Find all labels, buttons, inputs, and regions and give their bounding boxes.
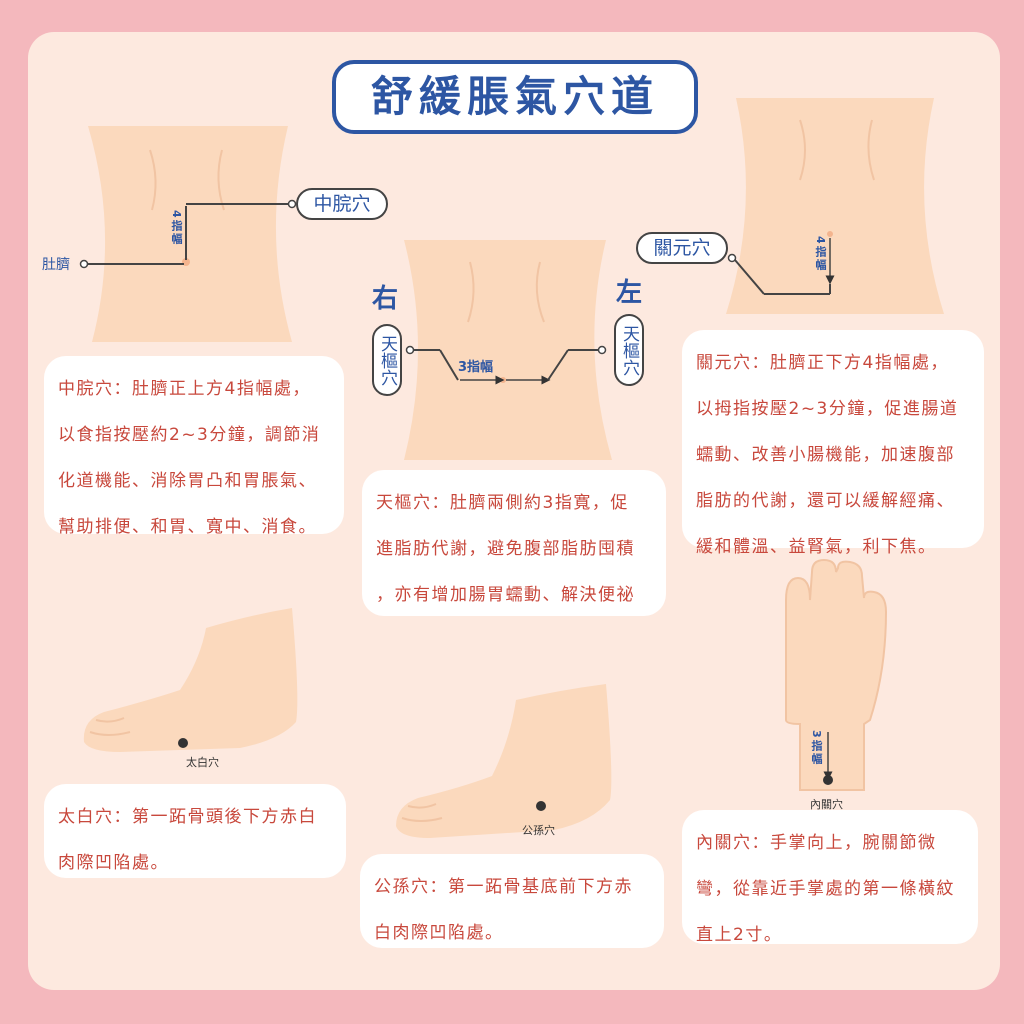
- hand-right: [785, 558, 888, 791]
- torso-center: [404, 240, 612, 460]
- neiguan-dot: [823, 775, 833, 785]
- tianshu-line-3: ，亦有增加腸胃蠕動、解決便祕: [376, 585, 635, 605]
- neiguan-card: 內關穴：手掌向上，腕關節微 彎，從靠近手掌處的第一條橫紋 直上2寸。: [682, 810, 978, 945]
- gongsun-line-2: 白肉際凹陷處。: [374, 923, 504, 943]
- tianshu-card: 天樞穴：肚臍兩側約3指寬，促 進脂肪代謝，避免腹部脂肪囤積 ，亦有增加腸胃蠕動、…: [362, 470, 666, 616]
- guanyuan-finger-label: 4指幅: [814, 236, 827, 272]
- navel-label: 肚臍: [42, 257, 70, 273]
- foot-left: [83, 608, 298, 752]
- neiguan-line-2: 彎，從靠近手掌處的第一條橫紋: [696, 879, 955, 899]
- neiguan-line-1: 內關穴：手掌向上，腕關節微: [696, 833, 937, 853]
- right-side-label: 右: [372, 284, 399, 314]
- taibai-card: 太白穴：第一跖骨頭後下方赤白 肉際凹陷處。: [44, 784, 346, 878]
- taibai-line-1: 太白穴：第一跖骨頭後下方赤白: [58, 807, 317, 827]
- zhongwan-card: 中脘穴：肚臍正上方4指幅處， 以食指按壓約2~3分鐘，調節消 化道機能、消除胃凸…: [44, 356, 344, 537]
- taibai-point-label: 太白穴: [186, 756, 219, 769]
- guanyuan-line-2: 以拇指按壓2~3分鐘，促進腸道: [696, 399, 959, 419]
- gongsun-dot: [536, 801, 546, 811]
- tianshu-finger-label: 3指幅: [458, 360, 494, 375]
- taibai-line-2: 肉際凹陷處。: [58, 853, 169, 873]
- gongsun-card: 公孫穴：第一跖骨基底前下方赤 白肉際凹陷處。: [360, 854, 664, 948]
- zhongwan-finger-label: 4指幅: [170, 210, 183, 246]
- neiguan-line-3: 直上2寸。: [696, 925, 783, 945]
- tianshu-line-2: 進脂肪代謝，避免腹部脂肪囤積: [376, 539, 635, 559]
- guanyuan-line-1: 關元穴：肚臍正下方4指幅處，: [696, 353, 949, 373]
- guanyuan-tag: 關元穴: [636, 232, 728, 264]
- zhongwan-line-4: 幫助排便、和胃、寬中、消食。: [58, 517, 317, 537]
- zhongwan-line-2: 以食指按壓約2~3分鐘，調節消: [58, 425, 321, 445]
- left-side-label: 左: [616, 278, 643, 308]
- guanyuan-card: 關元穴：肚臍正下方4指幅處， 以拇指按壓2~3分鐘，促進腸道 蠕動、改善小腸機能…: [682, 330, 984, 557]
- torso-upper-right: [726, 98, 944, 314]
- tianshu-tag-left-side: 天樞穴: [614, 314, 644, 386]
- foot-center: [396, 684, 612, 838]
- page-title: 舒緩脹氣穴道: [332, 60, 698, 134]
- taibai-dot: [178, 738, 188, 748]
- tianshu-line-1: 天樞穴：肚臍兩側約3指寬，促: [376, 493, 629, 513]
- neiguan-finger-label: 3指幅: [810, 730, 823, 766]
- zhongwan-line-3: 化道機能、消除胃凸和胃脹氣、: [58, 471, 317, 491]
- tianshu-tag-right-side: 天樞穴: [372, 324, 402, 396]
- gongsun-line-1: 公孫穴：第一跖骨基底前下方赤: [374, 877, 633, 897]
- torso-upper-left: [88, 126, 292, 342]
- guanyuan-line-4: 脂肪的代謝，還可以緩解經痛、: [696, 491, 955, 511]
- zhongwan-line-1: 中脘穴：肚臍正上方4指幅處，: [58, 379, 311, 399]
- guanyuan-line-5: 緩和體溫、益腎氣，利下焦。: [696, 537, 937, 557]
- gongsun-point-label: 公孫穴: [522, 824, 555, 837]
- guanyuan-line-3: 蠕動、改善小腸機能，加速腹部: [696, 445, 955, 465]
- neiguan-point-label: 內關穴: [810, 798, 843, 811]
- zhongwan-tag: 中脘穴: [296, 188, 388, 220]
